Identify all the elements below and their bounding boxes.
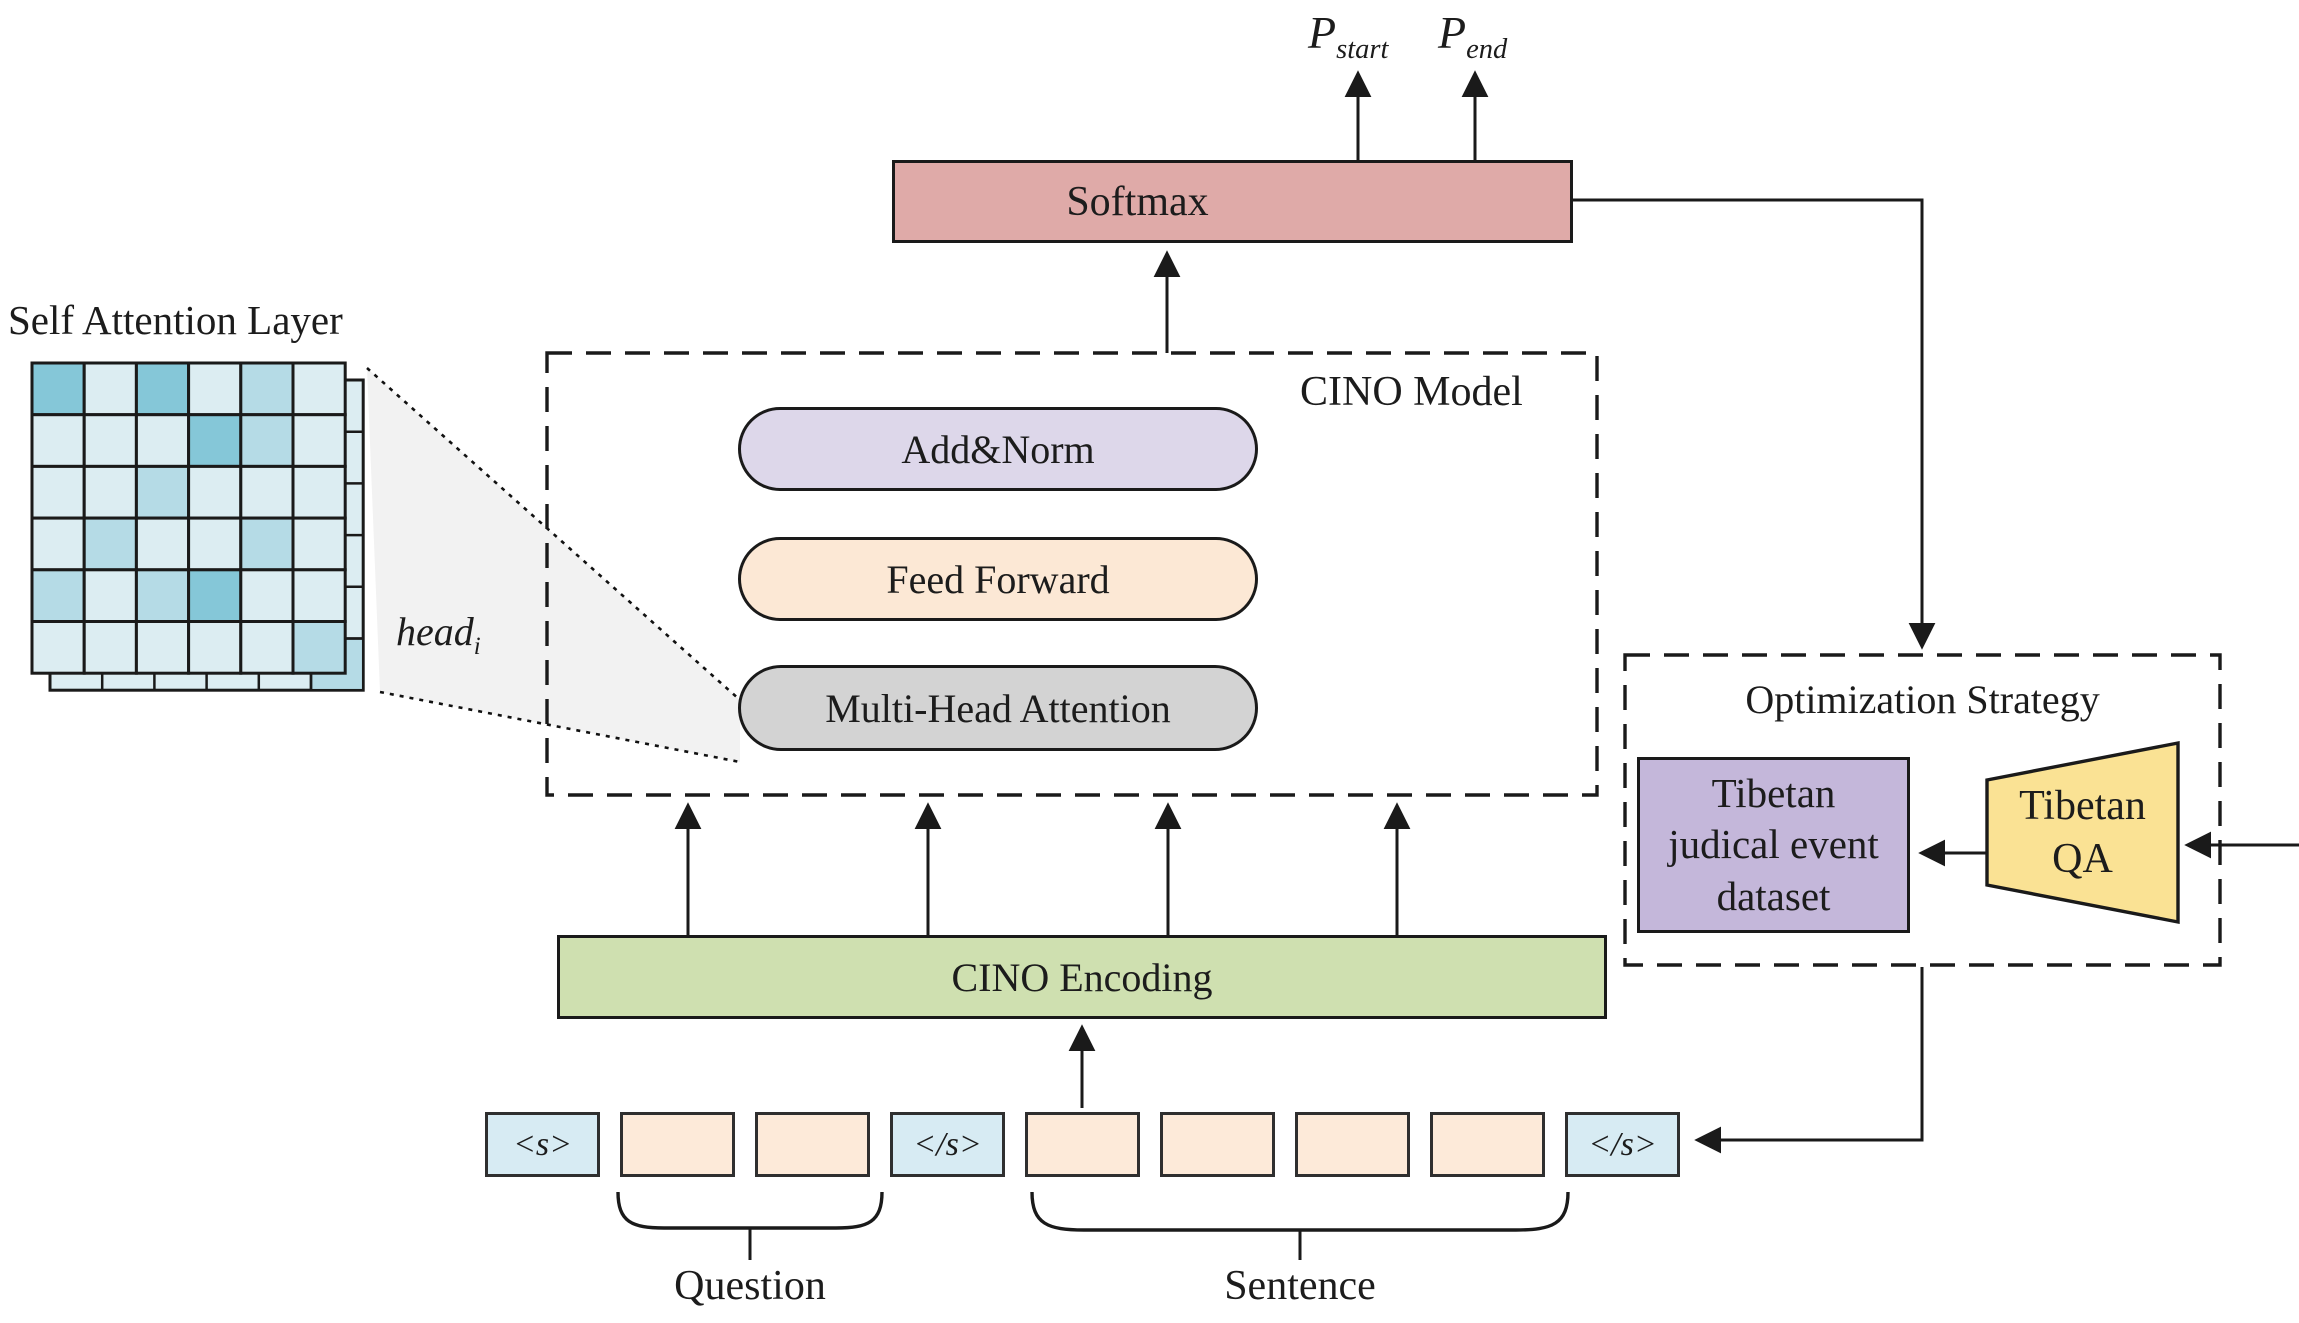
attention-grid-cell	[187, 516, 243, 572]
attention-grid	[30, 361, 365, 692]
token-row: <s> </s> </s>	[0, 1112, 2299, 1177]
dataset-line-1: Tibetan	[1711, 769, 1836, 816]
attention-grid-cell	[82, 516, 138, 572]
line-optimization-to-tokens	[1694, 967, 1924, 1154]
token-box-special: </s>	[1565, 1112, 1680, 1177]
attention-grid-cell	[30, 516, 86, 572]
token-box	[1160, 1112, 1275, 1177]
softmax-box: Softmax	[892, 160, 1573, 243]
head-word: head	[396, 609, 474, 654]
attention-grid-cell	[187, 464, 243, 520]
head-subscript: i	[473, 633, 481, 660]
softmax-label: Softmax	[1066, 178, 1209, 225]
tibetan-qa-label: Tibetan QA	[1987, 772, 2178, 894]
attention-grid-cell	[187, 361, 243, 417]
token-box	[620, 1112, 735, 1177]
funnel-dotted-top	[366, 367, 741, 701]
qa-line-2: QA	[2052, 836, 2113, 882]
attention-grid-cell	[291, 516, 347, 572]
attention-grid-cell	[239, 361, 295, 417]
attention-grid-cell	[187, 413, 243, 468]
feed-forward-block: Feed Forward	[738, 537, 1258, 621]
self-attention-title: Self Attention Layer	[8, 297, 343, 343]
head-i-label: headi	[396, 608, 481, 661]
cino-model-dashed-box	[545, 351, 1599, 797]
sentence-group-label: Sentence	[1224, 1263, 1376, 1309]
attention-grid-cell	[30, 413, 86, 468]
token-box	[1295, 1112, 1410, 1177]
attention-grid-cell	[187, 568, 243, 623]
dataset-line-2: judical event	[1668, 821, 1879, 868]
attention-grid-cell	[134, 620, 191, 675]
attention-grid-cell	[239, 464, 295, 520]
attention-grid-cell	[82, 464, 138, 520]
qa-line-1: Tibetan	[2019, 783, 2146, 830]
cino-encoding-box: CINO Encoding	[557, 935, 1607, 1019]
token-box	[755, 1112, 870, 1177]
line-softmax-to-optimization	[1573, 198, 1936, 650]
attention-grid-cell	[291, 620, 347, 675]
attention-grid-cell	[30, 568, 86, 623]
add-norm-block: Add&Norm	[738, 407, 1258, 491]
p-start-subscript: start	[1336, 34, 1389, 66]
attention-grid-cell	[134, 568, 191, 623]
attention-grid-cell	[291, 413, 347, 468]
token-label: </s>	[913, 1125, 982, 1163]
p-end-symbol: P	[1438, 7, 1467, 58]
attention-grid-cell	[187, 620, 243, 675]
attention-grid-cell	[30, 464, 86, 520]
token-box-special: </s>	[890, 1112, 1005, 1177]
attention-grid-cell	[291, 568, 347, 623]
tibetan-dataset-box: Tibetan judical event dataset	[1637, 757, 1910, 933]
attention-grid-cell	[134, 413, 191, 468]
attention-grid-cell	[239, 413, 295, 468]
p-end-subscript: end	[1466, 34, 1508, 66]
p-end-label: Pend	[1438, 6, 1507, 66]
attention-grid-cell	[134, 361, 191, 417]
attention-grid-cell	[30, 361, 86, 417]
p-start-label: Pstart	[1308, 6, 1388, 66]
attention-grid-cell	[239, 620, 295, 675]
funnel-highlight-region	[367, 368, 740, 762]
multi-head-attention-label: Multi-Head Attention	[825, 685, 1171, 731]
question-group-label: Question	[674, 1263, 826, 1309]
attention-grid-cell	[239, 568, 295, 623]
token-box-special: <s>	[485, 1112, 600, 1177]
sentence-brace	[1030, 1191, 1570, 1232]
token-box	[1430, 1112, 1545, 1177]
funnel-dotted-bottom	[379, 690, 741, 764]
attention-grid-cell	[291, 464, 347, 520]
optimization-dashed-box	[1623, 653, 2222, 967]
cino-encoding-label: CINO Encoding	[951, 954, 1213, 1000]
tibetan-qa-trapezoid	[1985, 740, 2180, 925]
token-label: <s>	[512, 1125, 573, 1163]
attention-grid-cell	[82, 568, 138, 623]
feed-forward-label: Feed Forward	[886, 556, 1110, 602]
attention-grid-cell	[134, 516, 191, 572]
dataset-line-3: dataset	[1716, 872, 1831, 919]
optimization-title: Optimization Strategy	[1745, 677, 2100, 722]
attention-grid-cell	[134, 464, 191, 520]
token-box	[1025, 1112, 1140, 1177]
attention-grid-cell	[82, 361, 138, 417]
attention-grid-cell	[82, 620, 138, 675]
token-label: </s>	[1588, 1125, 1657, 1163]
p-start-symbol: P	[1308, 7, 1337, 58]
cino-model-title: CINO Model	[1300, 369, 1523, 415]
attention-grid-cell	[291, 361, 347, 417]
attention-grid-cell	[239, 516, 295, 572]
add-norm-label: Add&Norm	[901, 426, 1095, 472]
attention-grid-cell	[82, 413, 138, 468]
multi-head-attention-block: Multi-Head Attention	[738, 665, 1258, 751]
attention-grid-cell	[30, 620, 86, 675]
question-brace	[616, 1191, 884, 1230]
